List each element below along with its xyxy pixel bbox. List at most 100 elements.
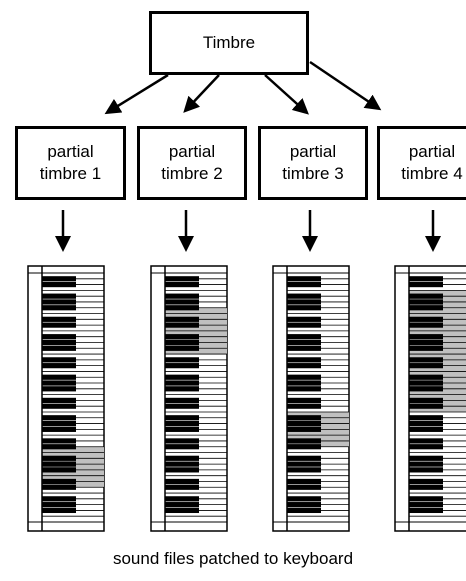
black-key	[165, 496, 199, 502]
black-key	[287, 461, 321, 467]
black-key	[287, 316, 321, 322]
black-key	[42, 467, 76, 473]
black-key	[165, 281, 199, 288]
black-key	[409, 334, 443, 340]
black-key	[165, 444, 199, 450]
black-key	[165, 467, 199, 473]
black-key	[165, 357, 199, 363]
black-key	[409, 467, 443, 473]
black-key	[409, 420, 443, 427]
black-key	[287, 438, 321, 444]
black-key	[409, 357, 443, 363]
black-key	[287, 415, 321, 421]
black-key	[409, 455, 443, 461]
black-key	[165, 305, 199, 311]
black-key	[409, 507, 443, 514]
black-key	[42, 420, 76, 427]
black-key	[287, 507, 321, 514]
black-key	[42, 502, 76, 508]
black-key	[165, 415, 199, 421]
black-key	[287, 299, 321, 305]
black-key	[42, 276, 76, 282]
black-key	[409, 339, 443, 346]
black-key	[165, 339, 199, 346]
black-key	[165, 276, 199, 282]
black-key	[409, 444, 443, 450]
black-key	[42, 403, 76, 409]
arrow-to-partial-1	[104, 73, 169, 115]
black-key	[42, 281, 76, 288]
black-key	[42, 380, 76, 386]
arrow-to-partial-4	[309, 60, 382, 111]
black-key	[287, 420, 321, 427]
black-key	[409, 363, 443, 369]
black-key	[287, 467, 321, 473]
partial-timbre-3-line2: timbre 3	[282, 164, 344, 183]
black-key	[409, 386, 443, 392]
black-key	[409, 426, 443, 432]
black-key	[287, 334, 321, 340]
black-key	[409, 281, 443, 288]
black-key	[287, 305, 321, 311]
black-key	[409, 345, 443, 351]
black-key	[409, 397, 443, 403]
partial-timbre-4-line1: partial	[408, 142, 456, 161]
black-key	[42, 305, 76, 311]
black-key	[165, 461, 199, 467]
partial-timbre-3-line1: partial	[289, 142, 337, 161]
black-key	[409, 374, 443, 380]
arrow-to-partial-2	[183, 74, 220, 113]
black-key	[165, 484, 199, 490]
black-key	[42, 334, 76, 340]
arrow-to-partial-3	[264, 74, 309, 115]
black-key	[287, 455, 321, 461]
black-key	[165, 403, 199, 409]
black-key	[42, 444, 76, 450]
black-key	[287, 276, 321, 282]
black-key	[165, 374, 199, 380]
black-key	[287, 322, 321, 328]
black-key	[409, 461, 443, 467]
black-key	[42, 374, 76, 380]
black-key	[409, 299, 443, 305]
black-key	[42, 363, 76, 369]
black-key	[42, 461, 76, 467]
black-key	[42, 299, 76, 305]
black-key	[287, 426, 321, 432]
black-key	[409, 293, 443, 299]
black-key	[165, 345, 199, 351]
black-key	[42, 339, 76, 346]
black-key	[287, 496, 321, 502]
black-key	[409, 478, 443, 485]
partial-timbre-2-line1: partial	[168, 142, 216, 161]
black-key	[165, 455, 199, 461]
black-key	[165, 502, 199, 508]
black-key	[42, 478, 76, 485]
partial-timbre-4-line2: timbre 4	[401, 164, 463, 183]
keyboard-4-highlight	[409, 290, 466, 412]
black-key	[165, 386, 199, 392]
partial-timbre-2-line2: timbre 2	[161, 164, 223, 183]
black-key	[287, 484, 321, 490]
black-key	[409, 276, 443, 282]
black-key	[42, 357, 76, 363]
black-key	[409, 380, 443, 386]
black-key	[287, 293, 321, 299]
black-key	[42, 397, 76, 403]
black-key	[409, 322, 443, 328]
black-key	[165, 507, 199, 514]
black-key	[165, 420, 199, 427]
black-key	[409, 415, 443, 421]
partial-timbre-3-box: partial timbre 3	[258, 126, 368, 200]
black-key	[42, 293, 76, 299]
black-key	[42, 455, 76, 461]
black-key	[165, 334, 199, 340]
black-key	[409, 316, 443, 322]
black-key	[287, 444, 321, 450]
black-key	[287, 502, 321, 508]
black-key	[165, 426, 199, 432]
caption: sound files patched to keyboard	[112, 549, 354, 568]
black-key	[409, 438, 443, 444]
black-key	[287, 380, 321, 386]
